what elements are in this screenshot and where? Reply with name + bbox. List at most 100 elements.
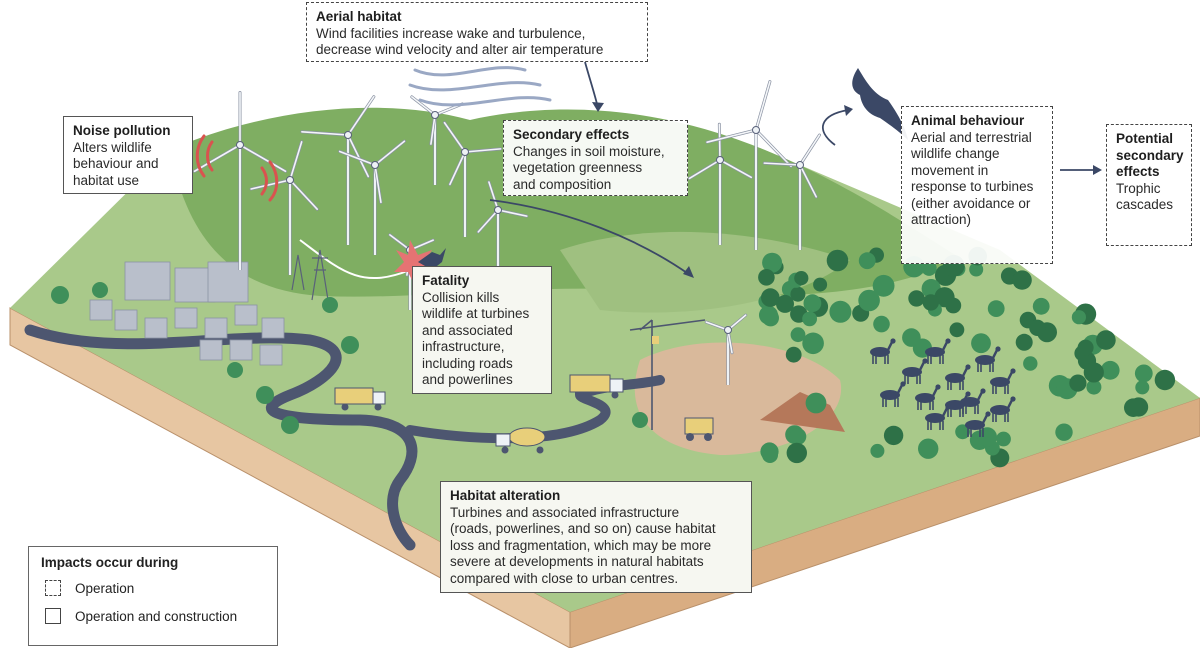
legend-item-operation: Operation <box>41 580 265 596</box>
legend: Impacts occur during Operation Operation… <box>28 546 278 646</box>
tree-icon <box>829 300 852 323</box>
legend-label-operation: Operation <box>75 580 135 596</box>
fatality-text-6: and powerlines <box>422 372 513 387</box>
tree-icon <box>858 252 876 270</box>
tree-icon <box>1154 369 1176 391</box>
aerial-habitat-box: Aerial habitat Wind facilities increase … <box>306 2 648 62</box>
noise-pollution-title: Noise pollution <box>73 123 171 138</box>
tree-icon <box>805 392 827 414</box>
tree-icon <box>1029 319 1046 336</box>
animal-behaviour-text-1: Aerial and terrestrial <box>911 129 1032 145</box>
animal-behaviour-text-6: attraction) <box>911 212 972 227</box>
wind-turbine-icon <box>443 121 503 237</box>
habitat-alteration-text-1: Turbines and associated infrastructure <box>450 504 680 520</box>
wind-icon <box>408 66 552 107</box>
tree-icon <box>971 333 991 354</box>
deer-icon <box>965 411 991 437</box>
tree-icon <box>1077 339 1094 356</box>
aerial-habitat-title: Aerial habitat <box>316 9 402 24</box>
tree-icon <box>949 322 965 338</box>
deer-icon <box>945 364 971 390</box>
wind-turbine-icon <box>704 313 748 385</box>
animal-behaviour-title: Animal behaviour <box>911 113 1025 128</box>
potential-title-3: effects <box>1116 164 1160 179</box>
animal-behaviour-box: Animal behaviour Aerial and terrestrial … <box>901 106 1053 264</box>
secondary-effects-text-2: vegetation greenness <box>513 160 643 175</box>
truck-icon <box>569 374 624 399</box>
aerial-habitat-text-2: decrease wind velocity and alter air tem… <box>316 42 604 57</box>
tree-icon <box>858 289 880 312</box>
tree-icon <box>1124 398 1143 418</box>
animal-behaviour-text-3: movement in <box>911 162 989 178</box>
potential-text-2: cascades <box>1116 197 1174 212</box>
wind-turbine-icon <box>762 133 821 250</box>
tree-icon <box>1032 297 1050 315</box>
tree-icon <box>759 305 778 325</box>
tree-icon <box>955 424 970 440</box>
wind-turbine-icon <box>338 139 406 255</box>
tree-icon <box>762 252 783 273</box>
tree-icon <box>1055 423 1073 441</box>
deer-icon <box>990 368 1016 394</box>
tree-icon <box>761 288 780 307</box>
habitat-alteration-text-3: loss and fragmentation, which may be mor… <box>450 537 712 553</box>
tree-icon <box>870 443 885 458</box>
tree-icon <box>902 328 921 347</box>
fatality-box: Fatality Collision kills wildlife at tur… <box>412 266 552 394</box>
deer-icon <box>925 404 951 430</box>
tree-icon <box>1134 364 1153 383</box>
potential-secondary-effects-box: Potential secondary effects Trophic casc… <box>1106 124 1192 246</box>
tree-icon <box>785 346 802 363</box>
habitat-alteration-text-4: severe at developments in natural habita… <box>450 554 704 569</box>
fatality-text-3: and associated <box>422 322 513 338</box>
deer-icon <box>880 381 906 407</box>
tree-icon <box>908 290 925 307</box>
collision-burst-icon <box>394 240 436 284</box>
truck-icon <box>495 427 546 454</box>
secondary-effects-text-3: and composition <box>513 176 612 192</box>
secondary-effects-box: Secondary effects Changes in soil moistu… <box>503 120 688 196</box>
powerline <box>299 239 411 279</box>
deer-icon <box>960 388 986 414</box>
legend-title: Impacts occur during <box>41 555 179 570</box>
dashed-swatch-icon <box>45 580 61 596</box>
tree-icon <box>776 294 794 313</box>
animal-behaviour-text-4: response to turbines <box>911 179 1034 194</box>
wind-turbine-icon <box>476 180 529 280</box>
crane-icon <box>629 319 706 430</box>
potential-title-1: Potential <box>1116 131 1174 146</box>
tree-icon <box>813 277 828 292</box>
tree-icon <box>872 274 895 297</box>
tree-icon <box>758 269 775 286</box>
secondary-effects-text-1: Changes in soil moisture, <box>513 143 665 159</box>
tree-icon <box>969 262 984 277</box>
noise-pollution-text-1: Alters wildlife <box>73 139 152 155</box>
tree-icon <box>1083 362 1104 383</box>
fatality-title: Fatality <box>422 273 470 288</box>
potential-title-2: secondary <box>1116 147 1184 163</box>
bat-icon <box>418 248 446 270</box>
arrowheads <box>592 102 1102 278</box>
tree-icon <box>996 431 1011 447</box>
tree-icon <box>802 311 817 327</box>
fatality-text-4: infrastructure, <box>422 339 505 354</box>
aerial-habitat-text-1: Wind facilities increase wake and turbul… <box>316 25 586 41</box>
tree-icon <box>934 287 955 308</box>
tree-icon <box>921 260 937 276</box>
tree-icon <box>1023 356 1038 371</box>
noise-pollution-text-2: behaviour and <box>73 156 159 171</box>
noise-waves-icon <box>195 134 279 202</box>
truck-icon <box>334 387 386 411</box>
tree-icon <box>786 442 807 464</box>
bird-icon <box>852 68 908 140</box>
habitat-alteration-box: Habitat alteration Turbines and associat… <box>440 481 752 593</box>
animal-behaviour-text-5: (either avoidance or <box>911 195 1031 211</box>
tree-icon <box>803 294 822 313</box>
fatality-text-5: including roads <box>422 355 513 371</box>
secondary-effects-title: Secondary effects <box>513 127 630 142</box>
noise-pollution-box: Noise pollution Alters wildlife behaviou… <box>63 116 193 194</box>
tree-icon <box>789 428 807 445</box>
fatality-text-2: wildlife at turbines <box>422 306 530 321</box>
tree-icon <box>922 294 939 311</box>
deer-icon <box>870 338 896 364</box>
